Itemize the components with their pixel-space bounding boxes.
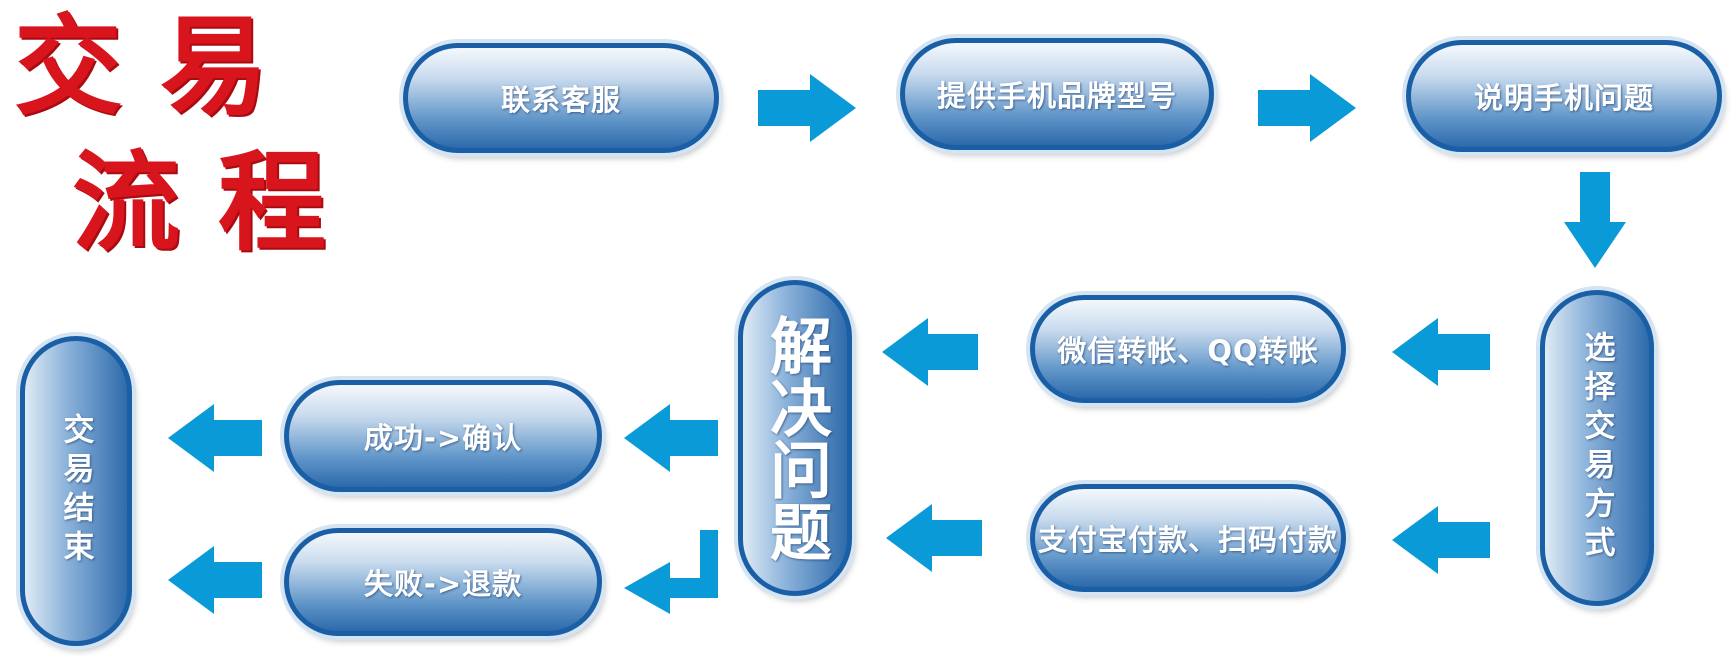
- arrow-right-icon: [758, 74, 856, 142]
- arrow-left-icon: [168, 546, 262, 614]
- node-explain-problem: 说明手机问题: [1406, 40, 1722, 152]
- arrow-left-icon: [1392, 318, 1490, 386]
- title-line1: 交易: [14, 5, 307, 130]
- arrow-left-icon: [882, 318, 978, 386]
- node-success-confirm: 成功->确认: [284, 380, 602, 492]
- node-fail-refund: 失败->退款: [284, 528, 602, 636]
- node-contact-service: 联系客服: [403, 43, 719, 153]
- node-wechat-qq-transfer: 微信转帐、QQ转帐: [1030, 295, 1346, 403]
- arrow-left-icon: [886, 504, 982, 572]
- arrow-bent-left-icon: [624, 530, 718, 614]
- node-transaction-end: 交易结束: [20, 336, 132, 646]
- node-solve-problem: 解决问题: [738, 280, 852, 596]
- arrow-left-icon: [168, 404, 262, 472]
- title-line2: 流程: [72, 141, 365, 266]
- arrow-down-icon: [1564, 172, 1626, 268]
- node-provide-brand-model: 提供手机品牌型号: [900, 38, 1214, 150]
- arrow-left-icon: [1392, 506, 1490, 574]
- arrow-right-icon: [1258, 74, 1356, 142]
- arrow-left-icon: [624, 404, 718, 472]
- node-choose-transaction-method: 选择交易方式: [1540, 290, 1654, 606]
- node-alipay-scan-payment: 支付宝付款、扫码付款: [1030, 484, 1346, 592]
